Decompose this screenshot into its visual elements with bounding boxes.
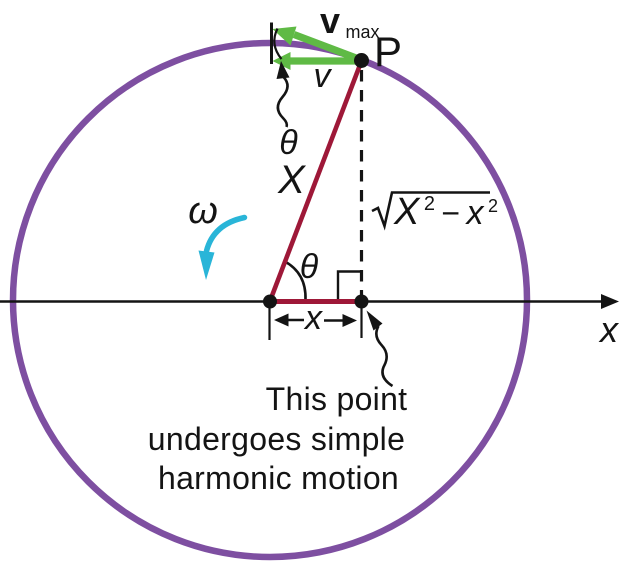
center-dot — [263, 294, 277, 309]
radicand-expression: X 2 − x 2 — [393, 191, 498, 233]
x-dim-arrow-left-head-icon — [274, 313, 289, 327]
theta-center-label: θ — [300, 248, 319, 286]
v-label: v — [314, 57, 333, 95]
x-dim-label: x — [303, 299, 323, 337]
radius-label: X — [277, 158, 306, 202]
v-arrow-head-icon — [272, 52, 291, 70]
x-dim-arrow-right-head-icon — [342, 314, 357, 327]
caption-squiggle-head-icon — [366, 310, 383, 331]
projection-point-dot — [354, 294, 369, 309]
right-angle-marker — [336, 270, 361, 300]
omega-rotation-arrow-shaft — [203, 214, 248, 254]
caption-squiggle — [375, 325, 394, 388]
theta-center-arc — [283, 259, 307, 301]
theta-top-squiggle — [276, 76, 289, 128]
omega-label: ω — [188, 190, 218, 232]
vmax-arrow-shaft — [292, 31, 359, 62]
radical-sign — [371, 191, 490, 231]
caption-line-2: undergoes simple — [148, 421, 405, 457]
x-axis-arrowhead-icon — [601, 294, 619, 309]
theta-top-label: θ — [279, 124, 298, 162]
vmax-label: v max — [320, 0, 380, 42]
theta-top-squiggle-head-icon — [276, 61, 290, 79]
point-p-label: P — [374, 28, 402, 75]
caption-line-1: This point — [266, 381, 408, 417]
radius-line — [267, 60, 364, 302]
x-axis-label: x — [598, 309, 620, 350]
vmax-arrow-head-icon — [272, 26, 297, 46]
velocity-angle-arc — [273, 28, 283, 60]
omega-rotation-arrow-head-icon — [198, 250, 215, 280]
point-p-dot — [354, 53, 369, 68]
caption-line-3: harmonic motion — [158, 460, 399, 496]
